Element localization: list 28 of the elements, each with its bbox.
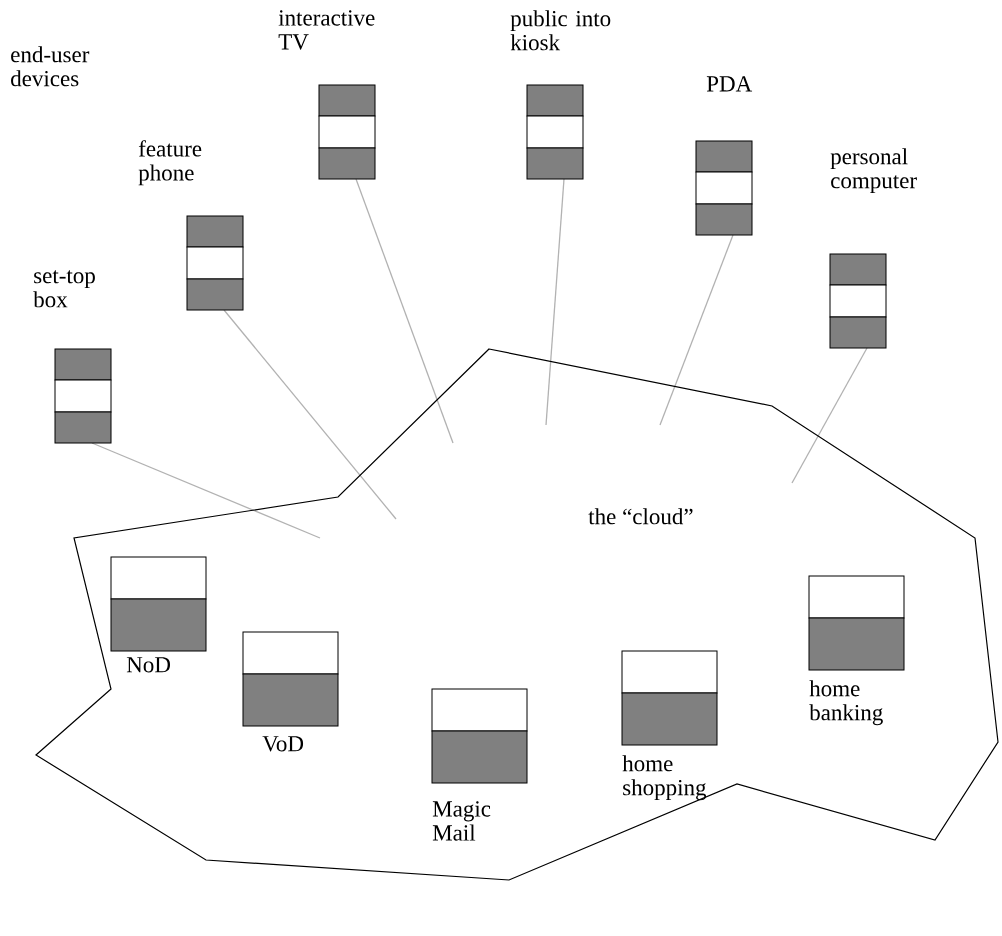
node-label: set-top box [33,270,95,308]
node-label: NoD [126,657,171,673]
leader-line [223,309,397,520]
service-box: home shopping [621,650,718,801]
node-label: personal computer [830,148,917,194]
node-label: VoD [262,736,304,752]
service-box: NoD [110,556,207,673]
node-label: home shopping [622,755,707,801]
device-box: public into kiosk [510,10,611,180]
service-box: home banking [808,575,905,726]
device-box: personal computer [829,148,917,349]
service-box: Magic Mail [431,688,528,841]
node-label: feature phone [138,140,202,186]
group-label: end-user devices [11,46,90,87]
service-box: VoD [242,631,339,752]
node-label: Magic Mail [432,801,491,841]
device-box: PDA [695,76,753,236]
device-box: interactive TV [278,10,376,180]
node-label: interactive TV [278,10,375,50]
node-label: PDA [706,76,753,92]
device-box: feature phone [138,140,244,311]
node-label: public into kiosk [510,10,611,51]
leader-line [791,347,868,484]
leader-line [91,442,321,539]
node-label: home banking [809,680,883,726]
leader-line [355,178,454,444]
leader-line [545,178,565,426]
leader-line [659,234,734,426]
